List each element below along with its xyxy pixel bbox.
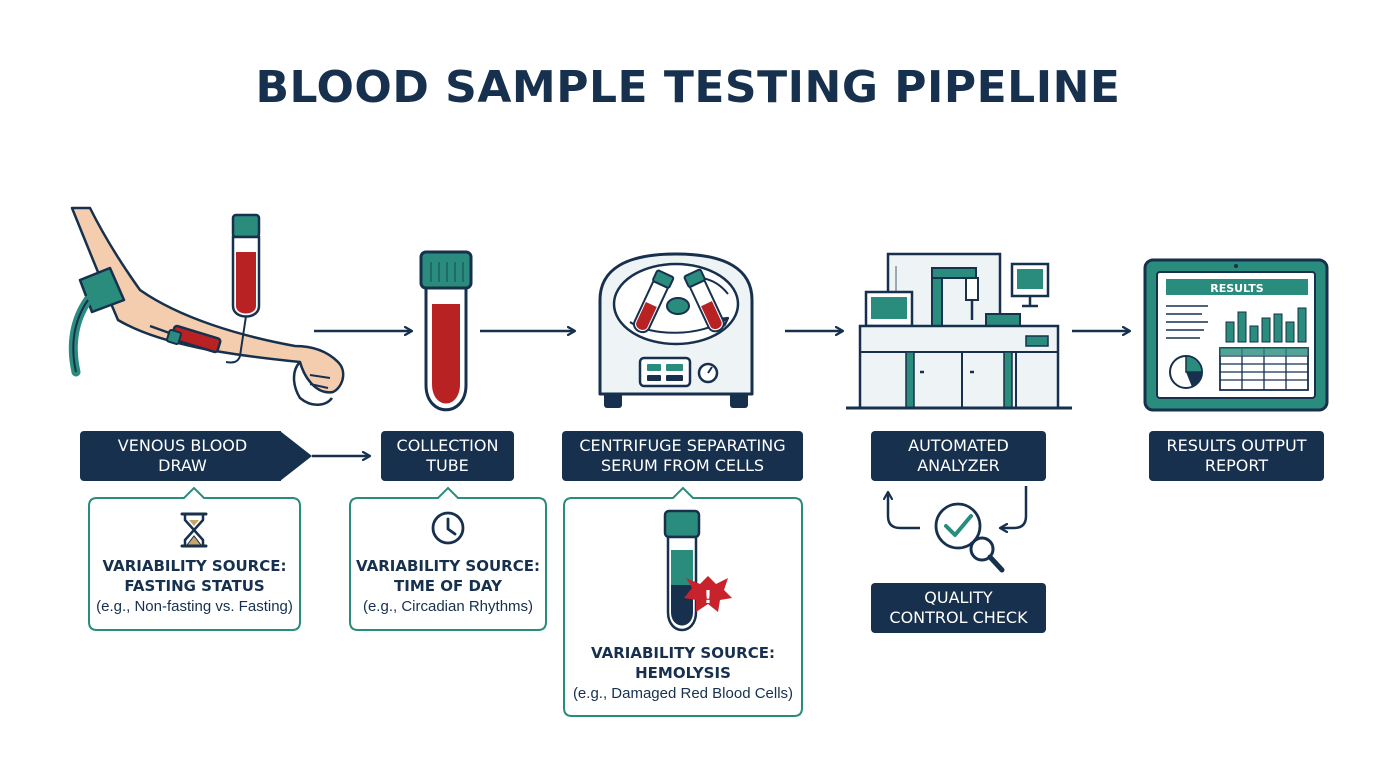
hourglass-icon [180,512,208,548]
check-magnifier-icon [934,502,1005,573]
clock-icon [431,511,465,545]
page-title: BLOOD SAMPLE TESTING PIPELINE [255,62,1121,113]
variability-text-3: VARIABILITY SOURCE: HEMOLYSIS (e.g., Dam… [564,643,802,704]
variability-heading: VARIABILITY SOURCE: TIME OF DAY [356,557,540,595]
arm-floating-tube-icon [231,213,261,318]
label-centrifuge: CENTRIFUGE SEPARATING SERUM FROM CELLS [562,431,803,481]
variability-text-2: VARIABILITY SOURCE: TIME OF DAY (e.g., C… [350,556,546,617]
results-monitor-icon: RESULTS [1143,258,1329,412]
arm-venipuncture-icon [68,206,345,406]
label-results-output-report: RESULTS OUTPUT REPORT [1149,431,1324,481]
variability-heading: VARIABILITY SOURCE: HEMOLYSIS [591,644,775,682]
svg-text:!: ! [704,587,712,608]
hemolyzed-tube-icon: ! [663,509,732,632]
centrifuge-icon [598,252,754,408]
variability-example: (e.g., Damaged Red Blood Cells) [572,685,794,702]
label-quality-control-check: QUALITY CONTROL CHECK [871,583,1046,633]
variability-callout-2 [349,486,547,631]
label-automated-analyzer: AUTOMATED ANALYZER [871,431,1046,481]
variability-callout-1 [88,486,301,631]
results-screen-title: RESULTS [1210,282,1264,295]
variability-text-1: VARIABILITY SOURCE: FASTING STATUS (e.g.… [89,556,300,617]
qc-loop-arrows [888,486,1028,528]
automated-analyzer-icon [846,252,1072,410]
venous-label-pointer [280,431,312,481]
variability-example: (e.g., Circadian Rhythms) [362,598,534,615]
label-venous-blood-draw: VENOUS BLOOD DRAW [80,431,281,481]
label-collection-tube: COLLECTION TUBE [381,431,514,481]
collection-tube-icon [419,250,473,412]
variability-example: (e.g., Non-fasting vs. Fasting) [96,598,293,615]
flow-arrows [312,331,1130,456]
variability-heading: VARIABILITY SOURCE: FASTING STATUS [102,557,287,595]
